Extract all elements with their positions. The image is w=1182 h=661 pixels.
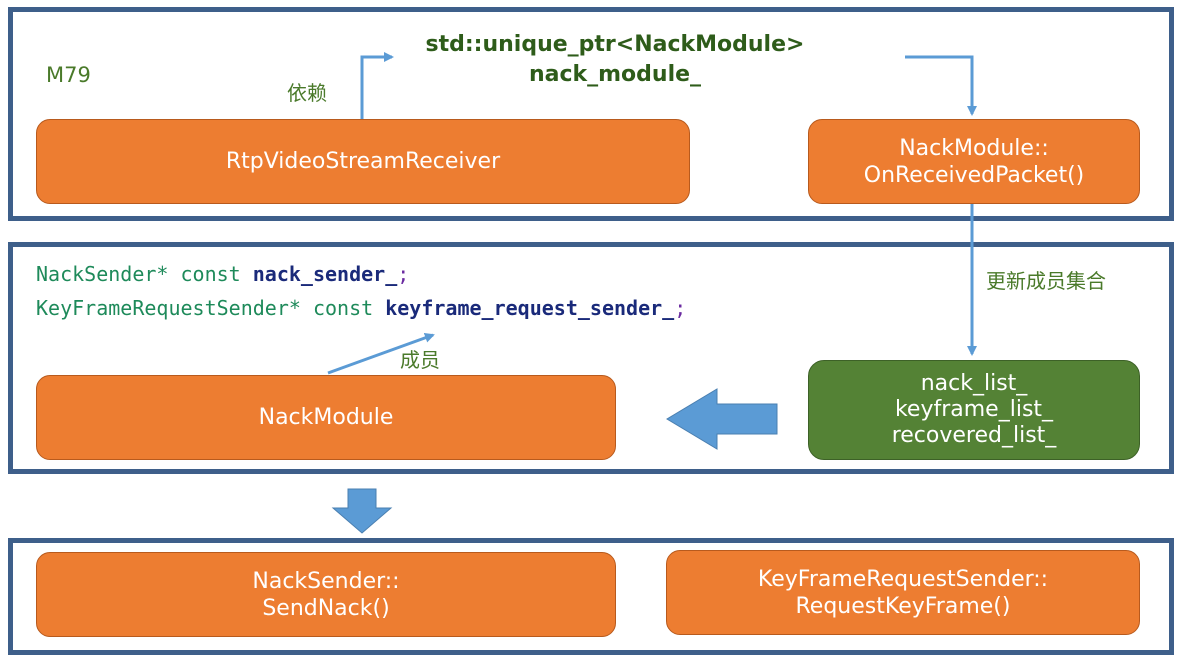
member-label: 成员 (400, 348, 440, 372)
code-semicolon: ; (397, 262, 410, 286)
code-type: KeyFrameRequestSender* const (36, 296, 386, 320)
code-line-nack-sender: NackSender* const nack_sender_; (36, 262, 409, 286)
member-lists-box: nack_list_ keyframe_list_ recovered_list… (808, 360, 1140, 460)
nack-module-box: NackModule (36, 375, 616, 460)
code-type: NackSender* const (36, 262, 253, 286)
on-received-packet-box: NackModule:: OnReceivedPacket() (808, 119, 1140, 204)
code-variable: keyframe_request_sender_ (385, 296, 675, 320)
send-nack-box: NackSender:: SendNack() (36, 552, 616, 637)
member-arrow (327, 333, 435, 375)
block-arrow-left (666, 388, 778, 450)
depend-label: 依赖 (287, 81, 327, 105)
update-members-label: 更新成员集合 (986, 269, 1106, 293)
version-label: M79 (46, 63, 91, 87)
code-line-keyframe-request-sender: KeyFrameRequestSender* const keyframe_re… (36, 296, 686, 320)
member-declaration-type: std::unique_ptr<NackModule> (425, 32, 805, 57)
rtp-video-stream-receiver-box: RtpVideoStreamReceiver (36, 119, 690, 204)
code-semicolon: ; (674, 296, 687, 320)
request-key-frame-box: KeyFrameRequestSender:: RequestKeyFrame(… (666, 550, 1140, 635)
block-arrow-down (331, 488, 393, 534)
member-declaration-name: nack_module_ (528, 62, 702, 87)
call-arrow (905, 55, 977, 116)
code-variable: nack_sender_ (252, 262, 398, 286)
depend-arrow (360, 52, 394, 119)
